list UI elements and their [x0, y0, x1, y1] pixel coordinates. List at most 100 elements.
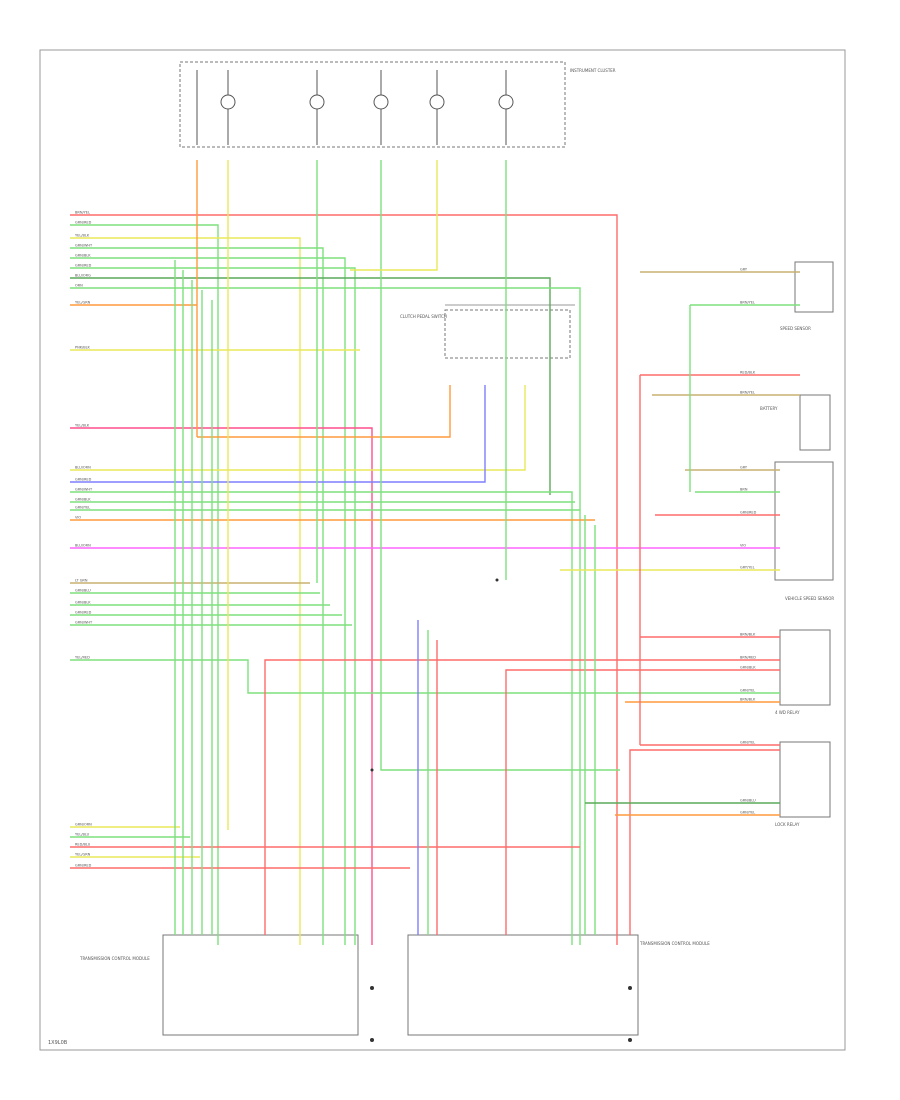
ground-symbols [370, 578, 632, 1042]
right-wire-label: BRN/BLK [740, 698, 756, 702]
left-wire-label: GRN/BLK [75, 601, 91, 605]
left-wire-label: GRN/WHT [75, 244, 93, 248]
wire [70, 257, 346, 945]
node-dot [309, 94, 325, 110]
wire [70, 247, 324, 945]
tcm-left-box [162, 934, 359, 1036]
left-wire-label: GRN/RED [75, 221, 92, 225]
instrument-cluster-box [179, 61, 566, 148]
tcm-right-label: TRANSMISSION CONTROL MODULE [639, 941, 710, 946]
right-wire-label: GRN/YEL [740, 741, 755, 745]
left-wire-label: BLU/ORN [75, 544, 91, 548]
wire [70, 659, 780, 694]
wire [70, 385, 486, 483]
right-wire-label: GRY [740, 466, 748, 470]
right-wire-label: GRN/BLK [740, 666, 756, 670]
wire [197, 385, 451, 438]
node-dot [628, 1038, 632, 1042]
clutch-switch-label: CLUTCH PEDAL SWITCH [400, 314, 447, 319]
node-dot [370, 1038, 374, 1042]
horizontal-wires [70, 214, 780, 945]
right-wire-label: BRN/RED [740, 656, 756, 660]
wire [70, 277, 551, 495]
left-wire-label: YEL/BLK [75, 424, 90, 428]
right-wire-label: GRN/BLU [740, 799, 756, 803]
left-wire-label: BRN/YEL [75, 211, 90, 215]
left-wire-label: BLU/ORG [75, 274, 91, 278]
left-wire-label: GRN/WHT [75, 621, 93, 625]
left-wire-label: YEL/BLK [75, 234, 90, 238]
wire [70, 385, 526, 471]
diagram-frame [39, 49, 846, 1051]
wire [70, 491, 573, 945]
relay2-label: LOCK RELAY [775, 822, 800, 827]
cluster-drop-wires [196, 160, 620, 830]
left-wire-label: LT GRN [75, 579, 88, 583]
wire [70, 287, 581, 945]
figure-id: 1X9L0B [48, 1040, 68, 1046]
instrument-cluster-label: INSTRUMENT CLUSTER [570, 68, 616, 73]
tcm-left-pins [174, 260, 780, 935]
speed-sensor-box [794, 261, 834, 313]
wire [70, 427, 373, 945]
vss-label: VEHICLE SPEED SENSOR [785, 596, 834, 601]
wire [380, 160, 620, 771]
right-wire-label: RED/BLK [740, 371, 756, 375]
left-wire-label: BLU/ORN [75, 466, 91, 470]
relay-box-b [779, 629, 831, 706]
wire [264, 659, 780, 935]
node-dot [220, 94, 236, 110]
right-wire-label: GRN/YEL [740, 811, 755, 815]
tcm-right-pins [417, 515, 780, 935]
right-wire-label: GRY [740, 268, 748, 272]
left-wire-label: YEL/BLU [75, 833, 90, 837]
left-wire-label: GRN/YEL [75, 506, 90, 510]
right-wire-label: GRN/YEL [740, 689, 755, 693]
wire [350, 160, 438, 271]
left-wire-label: GRN/RED [75, 611, 92, 615]
cluster-lamps [196, 70, 514, 145]
battery-box [799, 394, 831, 451]
wire [70, 224, 219, 945]
node-dot [495, 578, 499, 582]
node-dot [370, 986, 374, 990]
left-wire-label: GRN/BLU [75, 589, 91, 593]
node-dot [373, 94, 389, 110]
left-wire-label: PNK/BLK [75, 346, 91, 350]
right-wire-label: BRN/YEL [740, 301, 755, 305]
node-dot [429, 94, 445, 110]
wire [505, 669, 780, 935]
relay-box-c [779, 741, 831, 818]
clutch-switch-box [444, 309, 571, 359]
node-dot [370, 768, 374, 772]
node-dot [628, 986, 632, 990]
right-wire-label: BRN [740, 488, 748, 492]
right-side-wires [560, 271, 800, 816]
left-wire-label: GRN/RED [75, 478, 92, 482]
battery-label: BATTERY [760, 406, 778, 411]
relay-box-a [774, 461, 834, 581]
right-wire-label: GRN/RED [740, 511, 757, 515]
left-wire-label: YEL/RED [75, 656, 90, 660]
left-wire-label: GRN/BLK [75, 254, 91, 258]
left-wire-label: GRN/WHT [75, 488, 93, 492]
left-wire-label: GRN/BLK [75, 498, 91, 502]
tcm-right-box [407, 934, 639, 1036]
left-wire-label: ORN [75, 284, 83, 288]
left-wire-label: YEL/GRN [75, 853, 91, 857]
speed-sensor-label: SPEED SENSOR [780, 326, 811, 331]
tcm-left-label: TRANSMISSION CONTROL MODULE [79, 956, 150, 961]
left-wire-label: VIO [75, 516, 81, 520]
wire [70, 267, 356, 945]
right-wire-label: BRN/BLK [740, 633, 756, 637]
right-wire-label: BRN/YEL [740, 391, 755, 395]
wire [629, 749, 780, 935]
node-dot [498, 94, 514, 110]
right-wire-label: VIO [740, 544, 746, 548]
left-wire-label: GRN/ORN [75, 823, 92, 827]
wire [70, 214, 618, 945]
left-wire-label: GRN/RED [75, 264, 92, 268]
left-wire-label: YEL/GRN [75, 301, 91, 305]
relay1-label: 4 WD RELAY [775, 710, 800, 715]
